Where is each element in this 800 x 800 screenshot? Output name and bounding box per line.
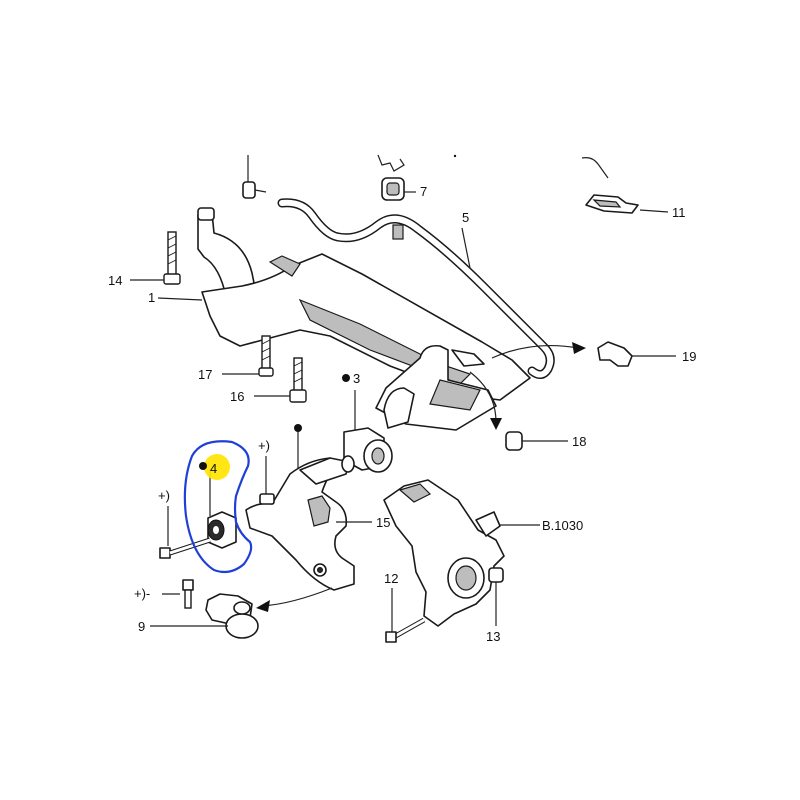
part-9-ball-joint [150, 579, 333, 639]
knuckle-b1030 [383, 479, 540, 627]
part-7-bushing [381, 177, 416, 201]
callout-18: 18 [572, 434, 586, 449]
part-1-subframe [157, 207, 531, 431]
callout-5: 5 [462, 210, 469, 225]
bullet-dot-icon [294, 424, 302, 432]
top-middle-fasteners [377, 154, 457, 172]
washer-nut-upper [259, 456, 275, 505]
arrow-down-icon [490, 418, 502, 430]
blue-outline-highlight [183, 440, 253, 574]
callout-12: 12 [384, 571, 398, 586]
arrow-to-19 [491, 342, 586, 359]
part-14-bolt [130, 231, 181, 285]
callout-7: 7 [420, 184, 427, 199]
part-13-nut [488, 567, 504, 626]
callout-13: 13 [486, 629, 500, 644]
callout-4: 4 [210, 461, 217, 476]
arrow-left-icon [256, 600, 270, 612]
callout-15: 15 [376, 515, 390, 530]
callout-11: 11 [672, 205, 686, 220]
callout-16: 16 [230, 389, 244, 404]
callout-17: 17 [198, 367, 212, 382]
part-17-bolt [222, 335, 274, 377]
arrow-to-18 [469, 371, 502, 430]
callout-14: 14 [108, 273, 122, 288]
part-18-bushing [505, 431, 568, 451]
long-bolt-left [159, 506, 211, 559]
part-11-bracket [581, 157, 669, 214]
part-5-stabilizer-bar [277, 198, 555, 379]
bullet-dot-icon [342, 374, 350, 382]
callout-1: 1 [148, 290, 155, 305]
part-15-control-arm [245, 428, 372, 591]
callout-plus-left: +) [158, 488, 170, 503]
callout-3: 3 [353, 371, 360, 386]
callout-plus-upper: +) [258, 438, 270, 453]
part-16-bolt [254, 357, 307, 403]
bullet-dot-icon [199, 462, 207, 470]
yellow-highlight-mark [204, 454, 230, 480]
callout-9: 9 [138, 619, 145, 634]
callout-ref-b1030: B.1030 [542, 518, 583, 533]
stabilizer-link-top [242, 155, 267, 199]
part-12-bolt [385, 588, 426, 643]
part-19-bracket [597, 341, 676, 367]
arrow-right-icon [572, 342, 586, 354]
callout-19: 19 [682, 349, 696, 364]
callout-plus-ball-joint: +)- [134, 586, 150, 601]
part-3-mount [343, 390, 393, 473]
part-4-bushing [207, 470, 237, 549]
